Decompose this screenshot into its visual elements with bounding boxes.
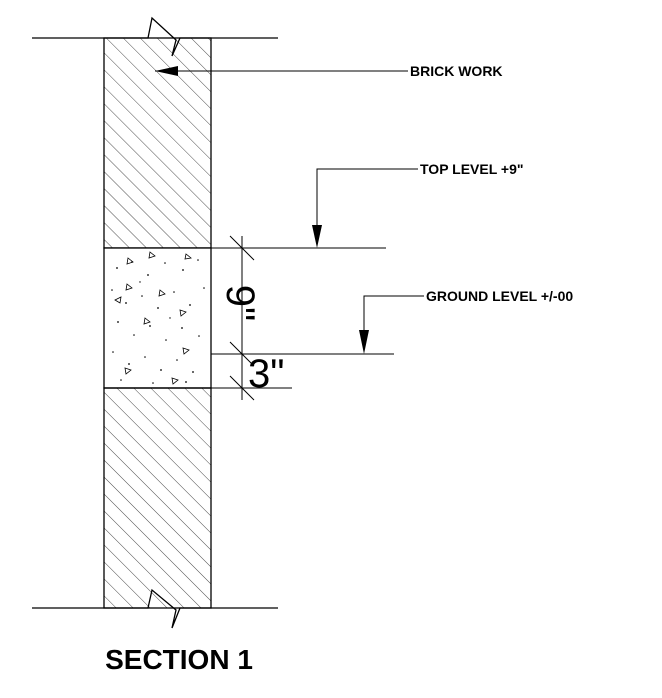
concrete-band xyxy=(103,247,212,389)
dimension-line xyxy=(229,235,255,401)
top-level-label: TOP LEVEL +9" xyxy=(420,161,524,177)
top-level-marker xyxy=(211,168,418,249)
dimension-lower: 3" xyxy=(248,352,284,396)
brick-wall-lower xyxy=(103,387,212,609)
ground-level-label: GROUND LEVEL +/-00 xyxy=(426,288,573,304)
bottom-break-line xyxy=(32,588,278,629)
brick-wall-upper xyxy=(103,37,212,249)
dimension-upper: 9" xyxy=(218,285,262,321)
brick-work-label: BRICK WORK xyxy=(410,63,503,79)
brick-work-leader xyxy=(155,66,408,76)
section-title: SECTION 1 xyxy=(105,644,253,675)
